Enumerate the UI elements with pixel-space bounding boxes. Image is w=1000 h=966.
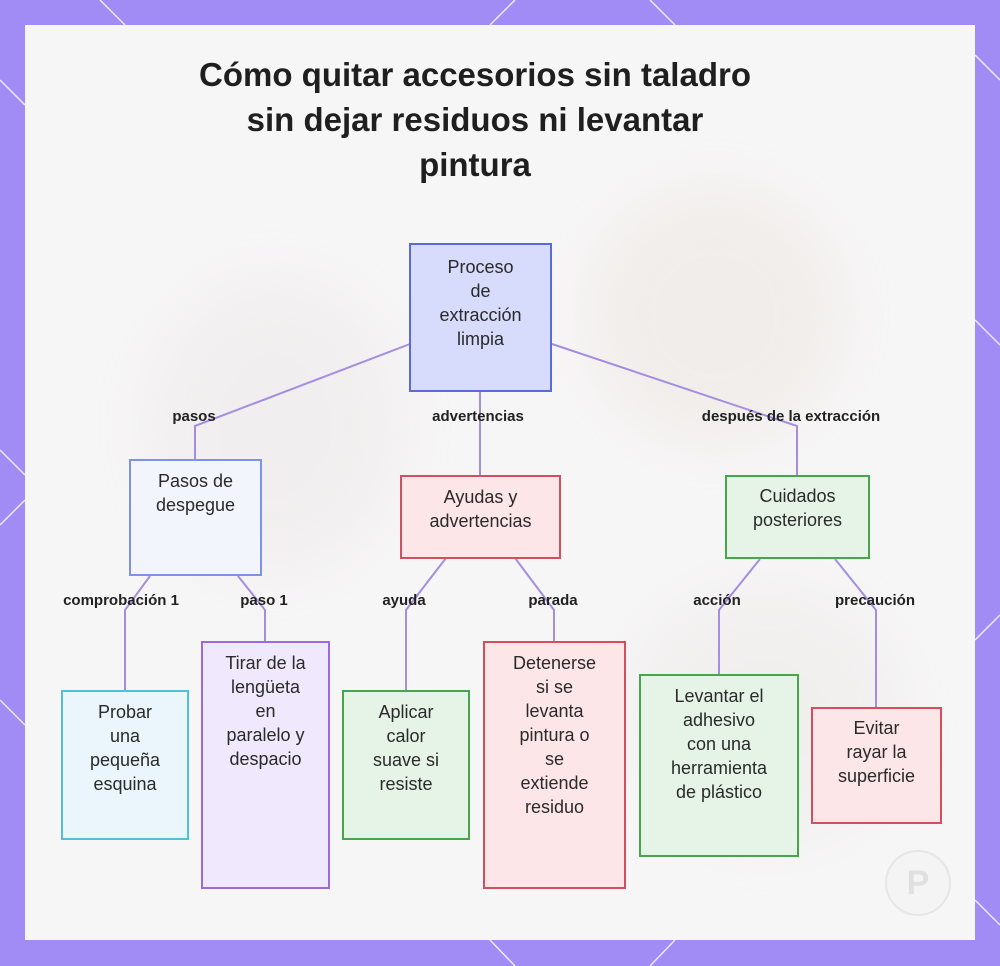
edge-label-pasos: pasos [172, 408, 216, 425]
edge-label-accion: acción [693, 592, 741, 609]
edge-label-precaucion: precaución [834, 592, 916, 609]
node-ayudas: Ayudas y advertencias [400, 475, 561, 559]
background-blur [585, 185, 845, 445]
node-pasos: Pasos de despegue [129, 459, 262, 576]
edge-label-despues: después de la extracción [701, 408, 881, 425]
node-tirar: Tirar de la lengüeta en paralelo y despa… [201, 641, 330, 889]
page-title: Cómo quitar accesorios sin taladro sin d… [199, 56, 751, 183]
edge-label-parada: parada [528, 592, 578, 609]
edge-ayuda [405, 557, 447, 690]
edge-accion [718, 558, 761, 675]
node-levantar: Levantar el adhesivo con una herramienta… [639, 674, 799, 857]
edge-label-ayuda: ayuda [382, 592, 426, 609]
node-probar: Probar una pequeña esquina [61, 690, 189, 840]
edge-label-paso1: paso 1 [240, 592, 288, 609]
edge-label-advertencias: advertencias [432, 408, 524, 425]
edge-paso1 [237, 575, 266, 642]
node-detenerse: Detenerse si se levanta pintura o se ext… [483, 641, 626, 889]
edge-despues [551, 343, 798, 475]
edge-label-comprobacion: comprobación 1 [63, 592, 179, 609]
edge-comprobacion [124, 575, 151, 690]
edge-pasos [194, 343, 411, 460]
node-aplicar: Aplicar calor suave si resiste [342, 690, 470, 840]
node-cuidados: Cuidados posteriores [725, 475, 870, 559]
watermark-logo-icon: P [885, 850, 951, 916]
edge-parada [514, 557, 555, 642]
node-evitar: Evitar rayar la superficie [811, 707, 942, 824]
edge-precaucion [834, 558, 877, 707]
node-root: Proceso de extracción limpia [409, 243, 552, 392]
